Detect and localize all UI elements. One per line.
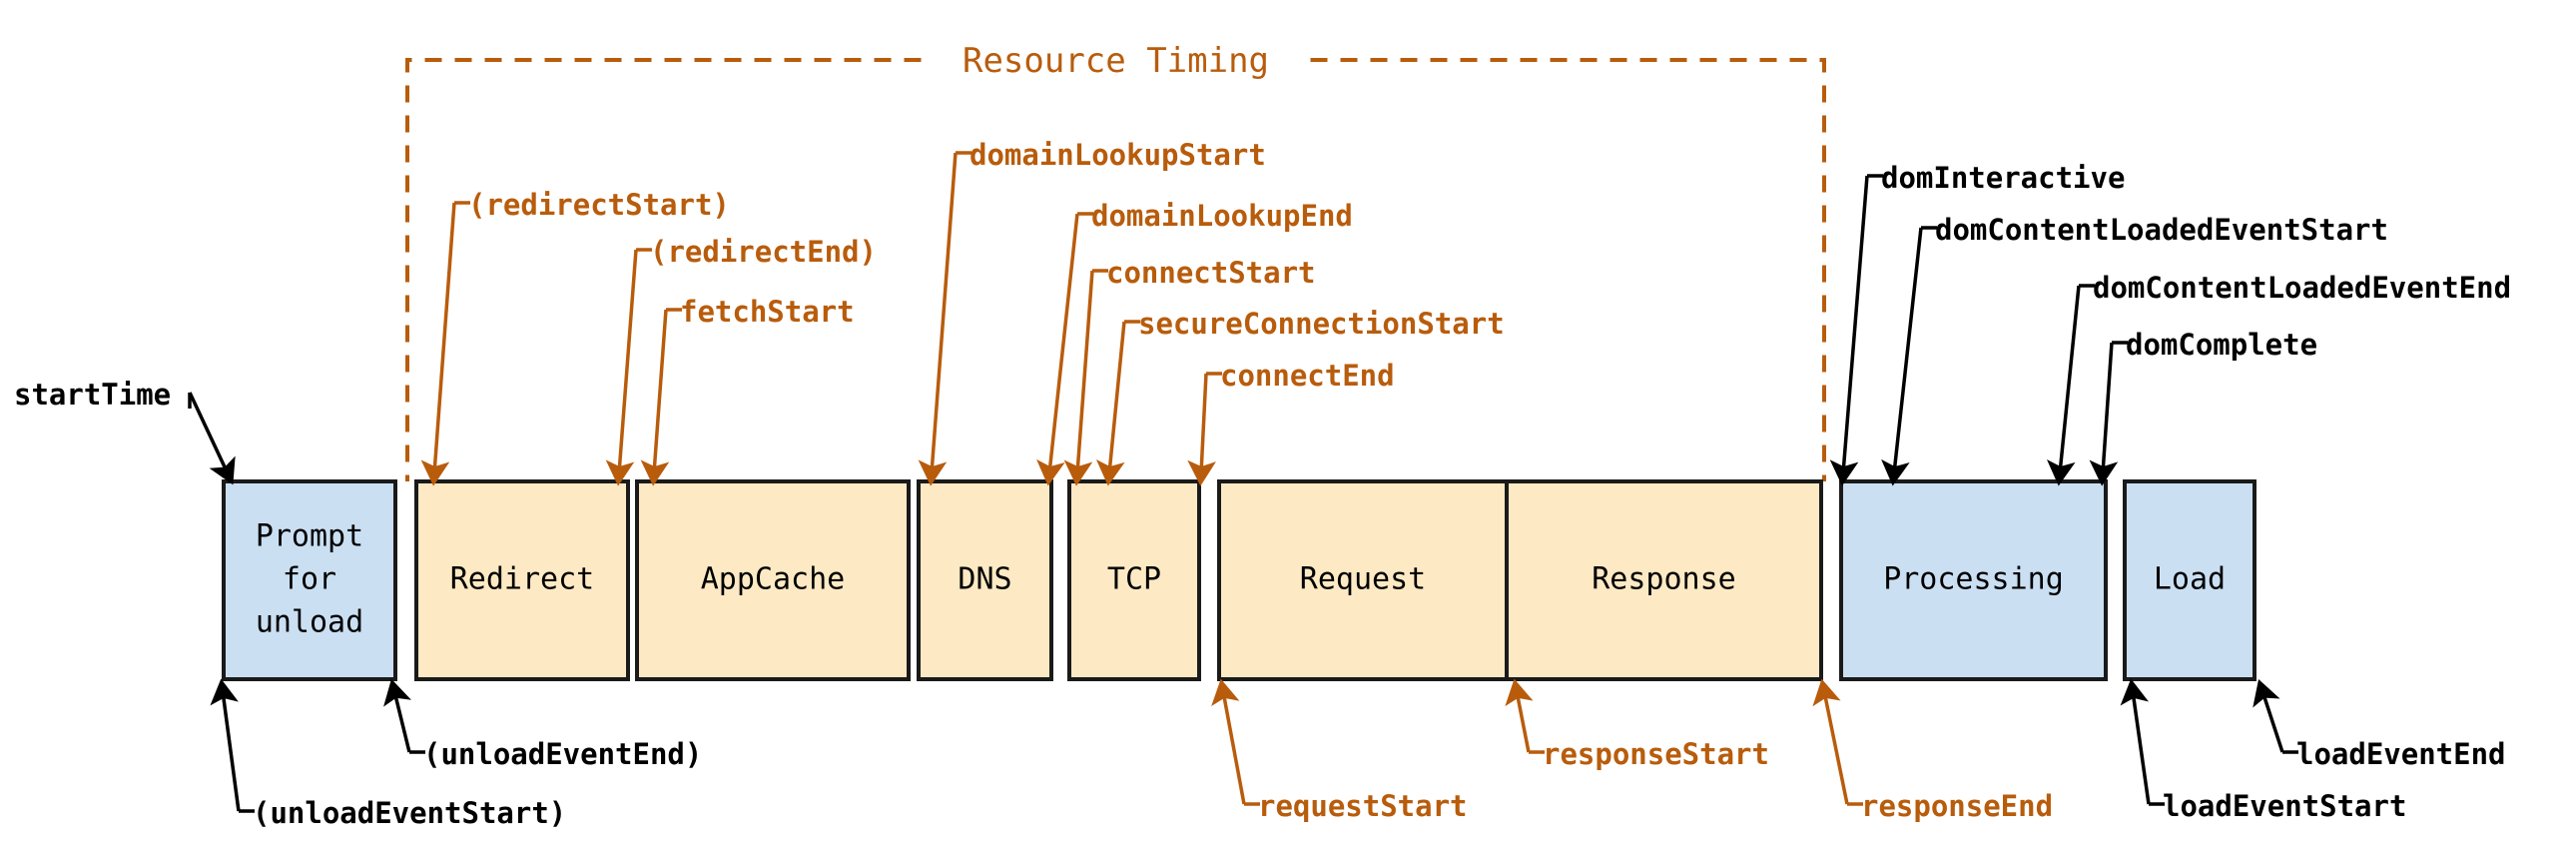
phase-box-rect-processing: [1839, 479, 2108, 681]
phase-box-processing: Processing: [1839, 479, 2108, 681]
annotation-label-fetchStart: fetchStart: [680, 295, 855, 329]
phase-box-rect-redirect: [414, 479, 630, 681]
annotation-label-domContentLoadedEventEnd: domContentLoadedEventEnd: [2093, 271, 2511, 305]
leader-line-loadEventEnd: [2253, 679, 2284, 753]
phase-label-response: Response: [1592, 562, 1736, 597]
phase-label-prompt-for-unload: Prompt: [256, 519, 363, 554]
annotation-label-domainLookupStart: domainLookupStart: [969, 138, 1266, 172]
phase-box-rect-dns: [917, 479, 1053, 681]
phase-label-load: Load: [2154, 562, 2226, 597]
annotation-label-redirectEnd: (redirectEnd): [650, 235, 877, 269]
leader-line-domInteractive: [1829, 175, 1869, 486]
leader-line-secureConnectionStart: [1095, 321, 1126, 486]
phase-box-dns: DNS: [917, 479, 1053, 681]
annotation-label-startTime: startTime: [14, 378, 171, 412]
phase-box-prompt-for-unload: Prompt for unload: [222, 479, 397, 681]
phase-box-request: Request: [1217, 479, 1509, 681]
annotation-label-domainLookupEnd: domainLookupEnd: [1091, 199, 1353, 233]
leader-line-responseStart: [1505, 678, 1534, 753]
resource-timing-bracket-left: [405, 58, 922, 481]
phase-label-redirect: Redirect: [450, 562, 595, 597]
leader-line-redirectEnd: [605, 249, 638, 486]
annotation-label-redirectStart: (redirectStart): [468, 188, 730, 222]
leader-line-unloadEventEnd: [383, 678, 411, 753]
leader-line-redirectStart: [420, 202, 456, 486]
phase-label-appcache: AppCache: [701, 562, 846, 597]
leader-line-connectEnd: [1187, 373, 1216, 486]
phase-box-appcache: AppCache: [635, 479, 911, 681]
resource-timing-bracket-right: [1310, 58, 1826, 481]
leader-line-connectStart: [1063, 270, 1094, 486]
leader-line-startTime: [188, 392, 236, 485]
phase-label-processing: Processing: [1883, 562, 2064, 597]
annotation-label-secureConnectionStart: secureConnectionStart: [1138, 307, 1505, 341]
annotation-label-unloadEventStart: (unloadEventStart): [253, 796, 566, 830]
phase-box-response: Response: [1505, 479, 1823, 681]
leader-line-domContentLoadedEventStart: [1881, 227, 1923, 486]
phase-label-dns: DNS: [958, 562, 1011, 597]
leader-line-domContentLoadedEventEnd: [2046, 285, 2081, 486]
resource-timing-title: Resource Timing: [963, 41, 1269, 81]
phase-box-redirect: Redirect: [414, 479, 630, 681]
leader-line-fetchStart: [640, 309, 670, 486]
phase-label-prompt-for-unload: unload: [256, 605, 363, 640]
leader-line-requestStart: [1211, 678, 1246, 805]
leader-line-domainLookupStart: [918, 152, 958, 486]
phase-label-tcp: TCP: [1107, 562, 1161, 597]
annotation-label-domInteractive: domInteractive: [1881, 161, 2125, 195]
annotation-label-connectStart: connectStart: [1106, 256, 1316, 290]
annotation-label-loadEventEnd: loadEventEnd: [2296, 737, 2506, 771]
phase-boxes: Prompt for unload Redirect AppCache DNS TCP Req…: [222, 479, 2256, 681]
leader-line-responseEnd: [1812, 678, 1849, 805]
resource-timing-bracket: Resource Timing: [405, 41, 1826, 481]
annotation-label-requestStart: requestStart: [1258, 789, 1468, 823]
phase-box-rect-appcache: [635, 479, 911, 681]
phase-box-rect-tcp: [1067, 479, 1201, 681]
leader-line-loadEventStart: [2120, 678, 2151, 805]
annotation-label-loadEventStart: loadEventStart: [2163, 789, 2406, 823]
phase-label-request: Request: [1300, 562, 1426, 597]
annotation-label-unloadEventEnd: (unloadEventEnd): [423, 737, 702, 771]
annotation-label-responseStart: responseStart: [1543, 737, 1769, 771]
phase-label-prompt-for-unload: for: [283, 562, 336, 597]
annotation-label-domContentLoadedEventStart: domContentLoadedEventStart: [1935, 213, 2388, 247]
phase-box-rect-load: [2123, 479, 2256, 681]
phase-box-tcp: TCP: [1067, 479, 1201, 681]
annotation-label-domComplete: domComplete: [2126, 328, 2317, 362]
leader-line-domainLookupEnd: [1036, 213, 1079, 486]
annotation-leaders: [188, 151, 2298, 813]
leader-line-domComplete: [2089, 342, 2119, 486]
phase-box-load: Load: [2123, 479, 2256, 681]
annotation-label-responseEnd: responseEnd: [1861, 789, 2053, 823]
phase-box-rect-prompt-for-unload: [222, 479, 397, 681]
annotation-label-connectEnd: connectEnd: [1220, 359, 1395, 393]
leader-line-unloadEventStart: [210, 678, 241, 812]
annotation-labels: (redirectStart) (redirectEnd) fetchStart do…: [14, 138, 2511, 830]
